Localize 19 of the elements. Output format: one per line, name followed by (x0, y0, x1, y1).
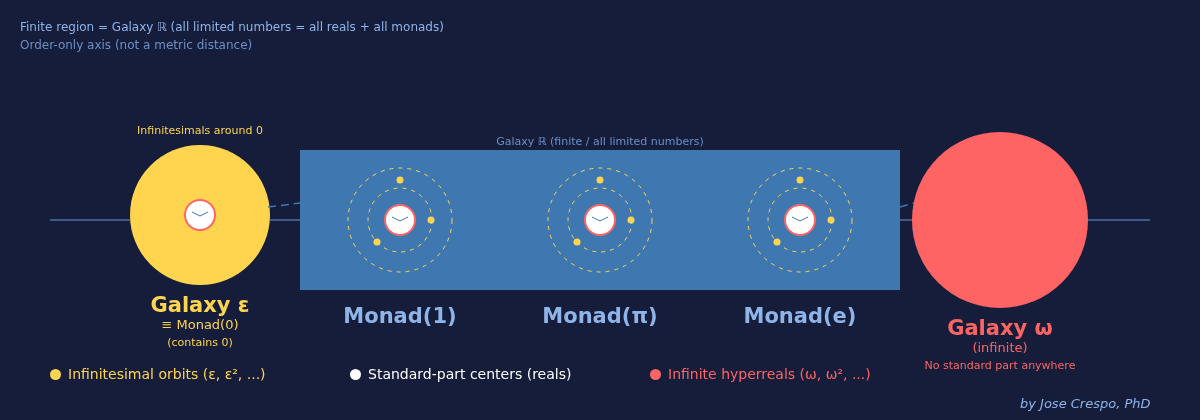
author-credit: by Jose Crespo, PhD (1020, 396, 1151, 411)
subtitle-text: ≡ Monad(0) (161, 317, 239, 332)
caption-text: Infinitesimals around 0 (137, 124, 263, 137)
note-text: (contains 0) (167, 336, 233, 349)
monad-title: Monad(π) (542, 304, 658, 328)
galaxy-title: Galaxy ω (947, 316, 1053, 340)
connector-line (899, 202, 915, 208)
subtitle-text: (infinite) (972, 340, 1028, 355)
connector-line (267, 202, 301, 208)
galaxy-title: Galaxy ε (150, 293, 250, 317)
monad-title: Monad(1) (343, 304, 457, 328)
monad-title: Monad(e) (743, 304, 857, 328)
legend-text: Infinite hyperreals (ω, ω², ...) (668, 366, 871, 382)
region-title: Galaxy ℝ (finite / all limited numbers) (495, 135, 705, 148)
note-text: Finite region = Galaxy ℝ (all limited numbers = all reals + all monads) (20, 20, 444, 34)
note-text: Order-only axis (not a metric distance) (20, 38, 253, 52)
legend-text: Infinitesimal orbits (ε, ε², ...) (68, 366, 266, 382)
legend-text: Standard-part centers (reals) (368, 366, 572, 382)
note-text: No standard part anywhere (924, 359, 1076, 372)
